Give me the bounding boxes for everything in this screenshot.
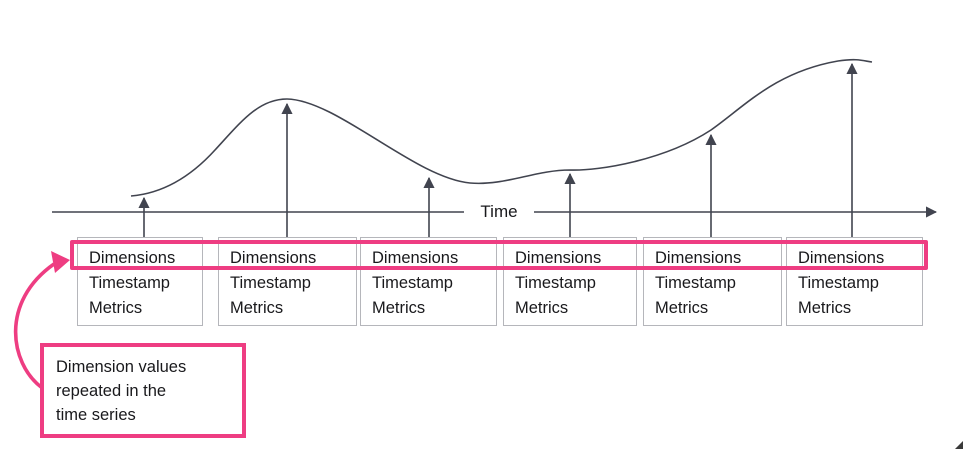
record-box-3: Dimensions Timestamp Metrics (360, 237, 497, 326)
record-timestamp: Timestamp (655, 274, 736, 292)
record-timestamp: Timestamp (230, 274, 311, 292)
record-metrics: Metrics (230, 299, 284, 317)
record-box-5: Dimensions Timestamp Metrics (643, 237, 782, 326)
callout-arrowhead-icon (51, 251, 70, 273)
record-dimensions: Dimensions (230, 249, 317, 267)
record-timestamp: Timestamp (515, 274, 596, 292)
time-axis-label: Time (464, 200, 534, 224)
record-timestamp: Timestamp (798, 274, 879, 292)
callout-text-line: repeated in the (56, 382, 167, 400)
dimensions-row-highlight (70, 240, 928, 270)
record-timestamp: Timestamp (89, 274, 170, 292)
corner-artifact (955, 441, 963, 449)
record-dimensions: Dimensions (515, 249, 602, 267)
time-series-curve (130, 58, 873, 197)
record-dimensions: Dimensions (798, 249, 885, 267)
record-dimensions: Dimensions (655, 249, 742, 267)
record-metrics: Metrics (655, 299, 709, 317)
record-metrics: Metrics (372, 299, 426, 317)
callout-text-line: Dimension values (56, 358, 187, 376)
record-metrics: Metrics (515, 299, 569, 317)
record-metrics: Metrics (89, 299, 143, 317)
callout-note: Dimension values repeated in the time se… (40, 343, 246, 438)
record-metrics: Metrics (798, 299, 852, 317)
record-box-1: Dimensions Timestamp Metrics (77, 237, 203, 326)
record-dimensions: Dimensions (89, 249, 176, 267)
callout-text-line: time series (56, 406, 136, 424)
record-box-6: Dimensions Timestamp Metrics (786, 237, 923, 326)
record-dimensions: Dimensions (372, 249, 459, 267)
record-box-2: Dimensions Timestamp Metrics (218, 237, 357, 326)
record-box-4: Dimensions Timestamp Metrics (503, 237, 637, 326)
callout-arrow (13, 262, 56, 389)
record-timestamp: Timestamp (372, 274, 453, 292)
